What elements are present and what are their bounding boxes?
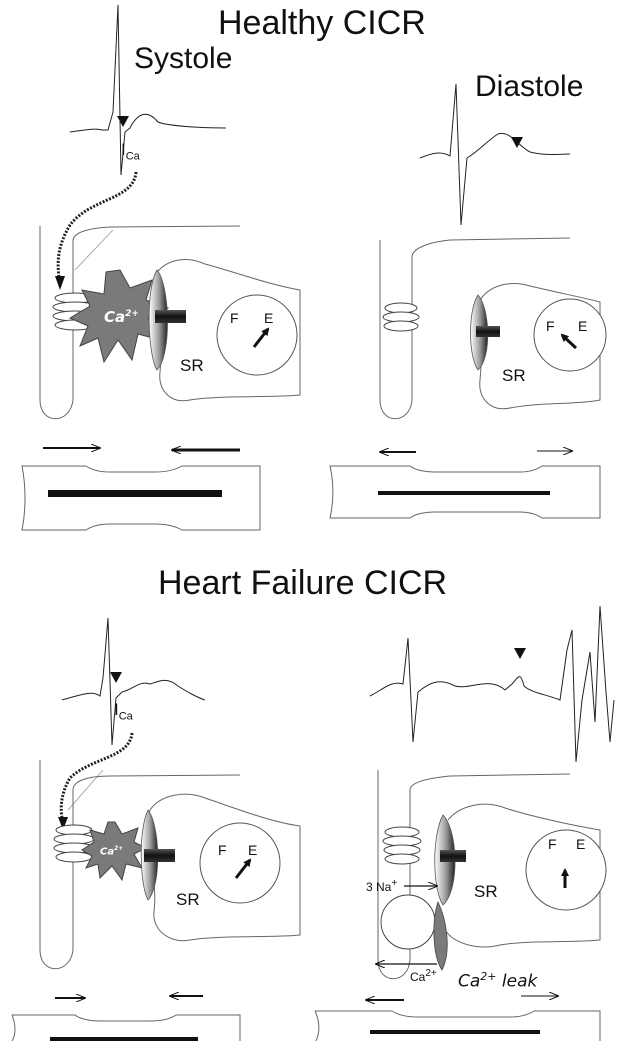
calcium-burst-label: Ca2+ bbox=[104, 308, 139, 326]
ecg-trace bbox=[370, 606, 614, 762]
sarcomere-outline bbox=[315, 1011, 600, 1041]
panel-title-systole: Systole bbox=[134, 42, 232, 76]
dhpr-channel bbox=[383, 303, 419, 331]
sarcomere-outline bbox=[22, 466, 260, 530]
current-thin-line bbox=[75, 230, 113, 270]
calcium-current-label: ICa bbox=[121, 140, 140, 162]
dhpr-channel bbox=[383, 827, 421, 864]
marker-triangle bbox=[511, 137, 523, 148]
marker-triangle bbox=[514, 648, 526, 659]
panel-title-diastole: Diastole bbox=[475, 70, 583, 104]
calcium-burst-label: Ca2+ bbox=[100, 845, 123, 857]
calcium-leak-plume bbox=[434, 902, 447, 970]
ecg-trace bbox=[420, 84, 570, 225]
marker-triangle bbox=[110, 672, 122, 683]
fe-dial bbox=[534, 299, 606, 371]
myosin-filament bbox=[48, 490, 222, 497]
empty-label: E bbox=[264, 310, 273, 326]
full-label: F bbox=[218, 842, 227, 858]
panel-healthy-diastole bbox=[330, 84, 606, 518]
panel-healthy-systole bbox=[22, 5, 300, 530]
full-label: F bbox=[548, 836, 557, 852]
myosin-filament bbox=[370, 1030, 540, 1034]
ryr-channel bbox=[471, 295, 501, 370]
ecg-trace bbox=[62, 618, 205, 745]
full-label: F bbox=[230, 310, 239, 326]
empty-label: E bbox=[576, 836, 585, 852]
sr-label: SR bbox=[502, 366, 526, 386]
calcium-leak-label: Ca2+ leak bbox=[458, 970, 537, 992]
full-label: F bbox=[546, 318, 555, 334]
ecg-trace bbox=[70, 5, 226, 175]
sr-label: SR bbox=[474, 882, 498, 902]
fe-dial bbox=[200, 823, 280, 903]
sodium-label: 3 Na+ bbox=[366, 878, 397, 894]
sr-label: SR bbox=[180, 356, 204, 376]
sr-label: SR bbox=[176, 890, 200, 910]
calcium-current-path bbox=[61, 733, 132, 823]
ryr-channel bbox=[149, 270, 186, 370]
empty-label: E bbox=[578, 318, 587, 334]
calcium-efflux-label: Ca2+ bbox=[410, 968, 437, 984]
calcium-current-path bbox=[58, 172, 136, 283]
myosin-filament bbox=[50, 1037, 198, 1041]
ryr-channel bbox=[435, 815, 466, 905]
ryr-channel bbox=[141, 810, 175, 900]
marker-triangle bbox=[117, 116, 129, 127]
calcium-current-label: ICa bbox=[114, 700, 133, 722]
myosin-filament bbox=[378, 491, 550, 495]
section-title-heart-failure: Heart Failure CICR bbox=[158, 564, 447, 603]
fe-dial bbox=[217, 295, 297, 375]
empty-label: E bbox=[248, 842, 257, 858]
ncx-exchanger bbox=[381, 895, 435, 949]
section-title-healthy: Healthy CICR bbox=[218, 4, 426, 43]
dhpr-channel bbox=[54, 825, 94, 862]
panel-hf-systole bbox=[12, 618, 300, 1041]
